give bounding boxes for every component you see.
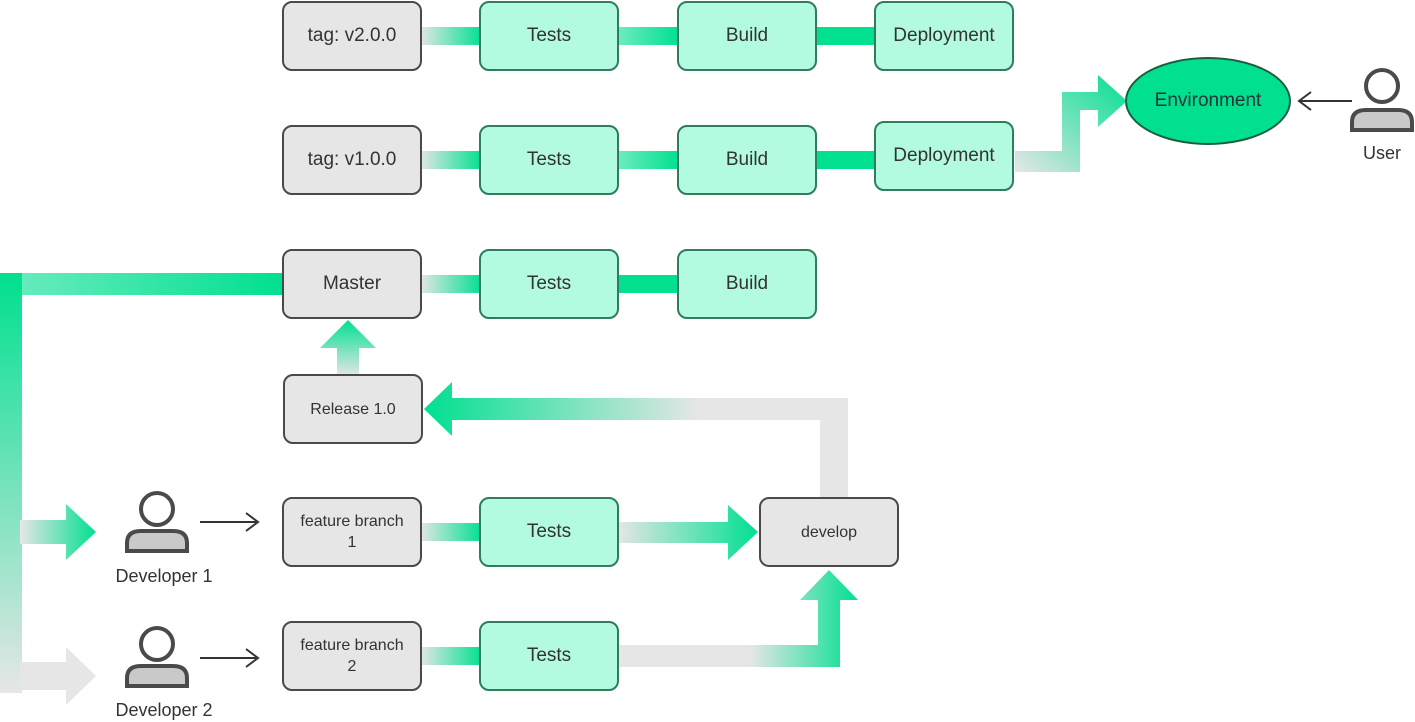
feature-branch-1-line1: feature branch (300, 513, 404, 530)
connector-v2-build-deploy (815, 27, 877, 45)
v2-deployment-label: Deployment (893, 25, 995, 46)
connector-feature-2-tests (420, 647, 482, 665)
v1-build-node: Build (677, 125, 817, 195)
rail-master-left-horizontal (0, 273, 284, 295)
develop-label: develop (800, 523, 858, 541)
develop-node: develop (759, 497, 899, 567)
v1-tests-node: Tests (479, 125, 619, 195)
developer-1-label: Developer 1 (115, 566, 213, 586)
master-build-label: Build (725, 273, 769, 294)
v2-build-label: Build (725, 25, 769, 46)
master-tests-label: Tests (526, 273, 572, 294)
user-icon (1350, 68, 1414, 132)
user-icon (125, 491, 189, 553)
connector-v1-tests-build (617, 151, 679, 169)
arrow-tests-1-to-develop (617, 505, 758, 560)
release-node: Release 1.0 (283, 374, 423, 444)
environment-label: Environment (1154, 90, 1262, 111)
arrow-rail-to-developer-1 (20, 504, 96, 560)
connector-v2-tests-build (617, 27, 679, 45)
tag-v1-node: tag: v1.0.0 (282, 125, 422, 195)
v1-deployment-node: Deployment (874, 121, 1014, 191)
feature-branch-2-line2: 2 (347, 658, 357, 675)
connector-v1-build-deploy (815, 151, 877, 169)
feature-branch-1-line2: 1 (347, 534, 357, 551)
connector-v2-tag-tests (420, 27, 482, 45)
arrow-developer-2-head (245, 648, 260, 668)
connector-master-tests (420, 275, 482, 293)
feature-2-tests-node: Tests (479, 621, 619, 691)
v1-build-label: Build (725, 149, 769, 170)
user-icon (125, 626, 189, 688)
connector-feature-1-tests (420, 523, 482, 541)
arrow-rail-to-developer-2 (20, 647, 96, 705)
master-label: Master (322, 273, 382, 294)
connector-master-tests-build (617, 275, 679, 293)
v1-deployment-label: Deployment (893, 145, 995, 166)
arrow-deploy-to-environment-body (1015, 75, 1127, 172)
v2-build-node: Build (677, 1, 817, 71)
connector-v1-tag-tests (420, 151, 482, 169)
release-label: Release 1.0 (310, 400, 396, 418)
arrow-developer-1-head (245, 512, 260, 532)
rail-left-vertical (0, 273, 22, 693)
v2-tests-node: Tests (479, 1, 619, 71)
tag-v1-label: tag: v1.0.0 (307, 149, 397, 170)
master-tests-node: Tests (479, 249, 619, 319)
tag-v2-label: tag: v2.0.0 (307, 25, 397, 46)
environment-node: Environment (1125, 57, 1291, 145)
arrow-develop-to-release (424, 382, 848, 497)
tag-v2-node: tag: v2.0.0 (282, 1, 422, 71)
feature-branch-2-line1: feature branch (300, 637, 404, 654)
v1-tests-label: Tests (526, 149, 572, 170)
user-label: User (1362, 143, 1401, 163)
feature-1-tests-label: Tests (526, 521, 572, 542)
v2-deployment-node: Deployment (874, 1, 1014, 71)
arrow-user-to-environment-head (1297, 91, 1312, 111)
master-node: Master (282, 249, 422, 319)
feature-branch-1-node: feature branch 1 (282, 497, 422, 567)
feature-branch-2-node: feature branch 2 (282, 621, 422, 691)
v2-tests-label: Tests (526, 25, 572, 46)
arrow-release-to-master (320, 320, 376, 376)
arrow-tests-2-to-develop (617, 570, 858, 667)
master-build-node: Build (677, 249, 817, 319)
developer-2-label: Developer 2 (115, 700, 213, 720)
feature-2-tests-label: Tests (526, 645, 572, 666)
feature-1-tests-node: Tests (479, 497, 619, 567)
